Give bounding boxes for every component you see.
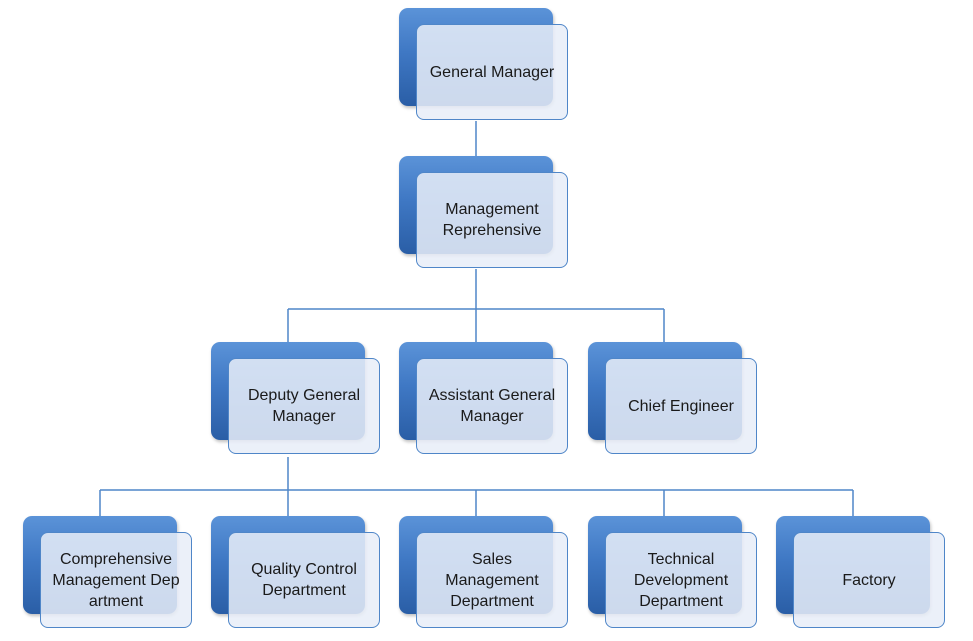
node-label: Chief Engineer	[628, 397, 734, 415]
node-technical-development-department: Technical Development Department	[588, 516, 760, 630]
node-card: Assistant General Manager	[416, 358, 568, 454]
node-management-reprehensive: Management Reprehensive	[399, 156, 571, 270]
node-sales-management-department: Sales Management Department	[399, 516, 571, 630]
node-general-manager: General Manager	[399, 8, 571, 122]
node-card: Chief Engineer	[605, 358, 757, 454]
node-card: Deputy General Manager	[228, 358, 380, 454]
node-quality-control-department: Quality Control Department	[211, 516, 383, 630]
node-card: Factory	[793, 532, 945, 628]
node-comprehensive-management-department: Comprehensive Management Dep artment	[23, 516, 195, 630]
node-label: Quality Control Department	[251, 561, 357, 599]
node-card: Comprehensive Management Dep artment	[40, 532, 192, 628]
node-deputy-general-manager: Deputy General Manager	[211, 342, 383, 456]
node-label: Assistant General Manager	[428, 387, 556, 425]
node-label: Comprehensive Management Dep artment	[52, 550, 180, 610]
node-factory: Factory	[776, 516, 948, 630]
node-label: Technical Development Department	[633, 550, 729, 610]
node-label: Factory	[842, 571, 896, 589]
node-card: Sales Management Department	[416, 532, 568, 628]
node-chief-engineer: Chief Engineer	[588, 342, 760, 456]
node-assistant-general-manager: Assistant General Manager	[399, 342, 571, 456]
node-card: Quality Control Department	[228, 532, 380, 628]
node-label: Deputy General Manager	[247, 387, 361, 425]
node-card: Technical Development Department	[605, 532, 757, 628]
node-label: Management Reprehensive	[442, 201, 542, 239]
node-label: General Manager	[429, 63, 555, 81]
node-label: Sales Management Department	[445, 550, 539, 610]
node-card: General Manager	[416, 24, 568, 120]
node-card: Management Reprehensive	[416, 172, 568, 268]
